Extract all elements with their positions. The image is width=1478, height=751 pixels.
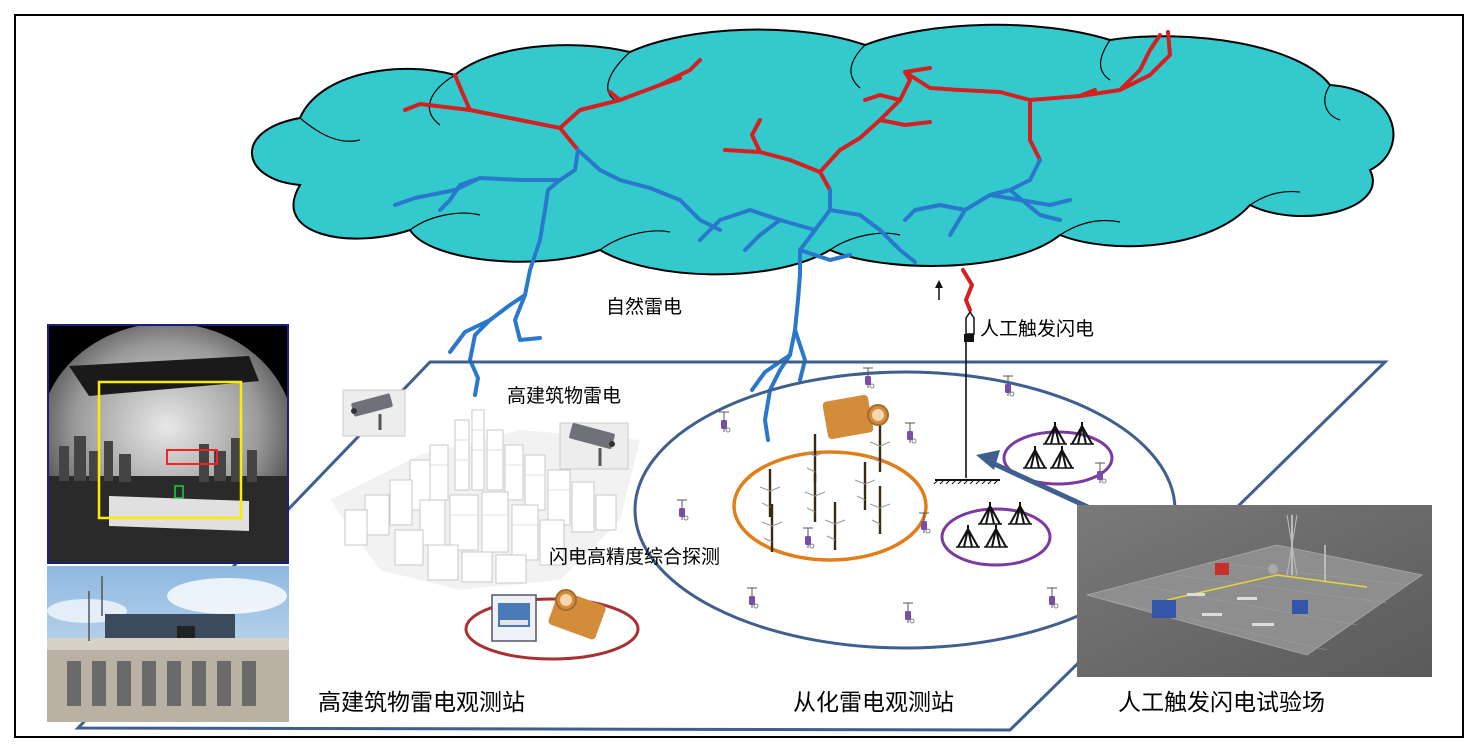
tower-array-ring-lower xyxy=(940,507,1052,567)
arrow-up-icon xyxy=(935,280,943,300)
triggered-lightning-site-render xyxy=(1077,505,1432,677)
figure-frame xyxy=(14,14,1464,738)
high-speed-camera-icon xyxy=(822,394,889,440)
antenna-array-ring xyxy=(732,450,928,562)
thundercloud xyxy=(251,23,1395,276)
lightning-channel-upper xyxy=(403,30,1172,312)
building-lightning-label: 高建筑物雷电 xyxy=(507,385,622,407)
instrument-panel-icon xyxy=(491,594,537,642)
high-speed-camera-icon xyxy=(548,589,606,640)
building-station-instrument-ring xyxy=(464,597,640,661)
conghua-station-label: 从化雷电观测站 xyxy=(793,690,954,716)
city-buildings-image xyxy=(330,409,640,590)
antenna-tower-icon xyxy=(758,422,892,554)
building-station-label: 高建筑物雷电观测站 xyxy=(318,690,525,716)
natural-lightning-label: 自然雷电 xyxy=(606,296,683,318)
ground-plate xyxy=(933,479,1000,485)
rocket-icon xyxy=(964,310,975,342)
triggered-site-label: 人工触发闪电试验场 xyxy=(1118,690,1325,716)
cctv-camera-icon xyxy=(559,422,629,470)
link-arrow xyxy=(976,450,1092,511)
triggered-lightning-label: 人工触发闪电 xyxy=(980,318,1095,340)
cctv-camera-icon xyxy=(342,389,406,437)
fisheye-camera-photo xyxy=(47,324,289,564)
lightning-channel-lower xyxy=(393,148,1072,442)
observation-building-photo xyxy=(47,566,289,722)
field-sensor-icon xyxy=(676,367,1107,624)
integrated-detection-label: 闪电高精度综合探测 xyxy=(549,546,721,568)
